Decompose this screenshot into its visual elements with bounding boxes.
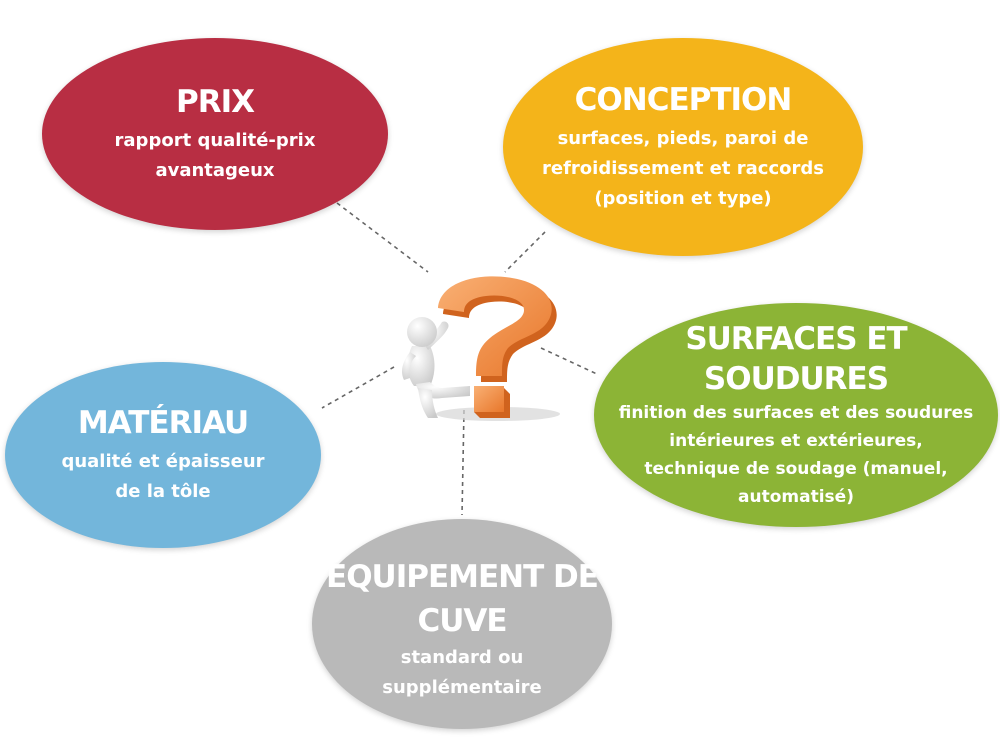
node-materiau-desc: qualité et épaisseur de la tôle <box>61 451 265 502</box>
node-prix-title: PRIX <box>175 84 255 120</box>
connector-equipement <box>461 409 465 516</box>
node-materiau: MATÉRIAU qualité et épaisseur de la tôle <box>5 362 321 548</box>
node-surfaces-desc: finition des surfaces et des soudures in… <box>618 403 974 507</box>
connector-materiau <box>321 366 395 409</box>
node-materiau-title: MATÉRIAU <box>77 405 249 441</box>
node-surfaces-soudures: SURFACES ET SOUDURES finition des surfac… <box>594 303 998 527</box>
node-equipement-title: ÉQUIPEMENT DE CUVE <box>326 559 599 639</box>
connector-conception <box>504 231 546 273</box>
connector-prix <box>336 202 429 273</box>
node-prix: PRIX rapport qualité-prix avantageux <box>42 38 388 230</box>
node-conception-desc: surfaces, pieds, paroi de refroidissemen… <box>542 128 824 209</box>
node-conception-title: CONCEPTION <box>574 82 793 118</box>
node-equipement-desc: standard ou supplémentaire <box>382 647 542 698</box>
node-surfaces-title: SURFACES ET SOUDURES <box>685 321 907 397</box>
node-prix-desc: rapport qualité-prix avantageux <box>114 130 316 181</box>
connector-surfaces <box>540 347 600 376</box>
node-equipement-cuve: ÉQUIPEMENT DE CUVE standard ou supplémen… <box>312 519 612 729</box>
person-question-mark-icon <box>402 276 560 421</box>
node-conception: CONCEPTION surfaces, pieds, paroi de ref… <box>503 38 863 256</box>
